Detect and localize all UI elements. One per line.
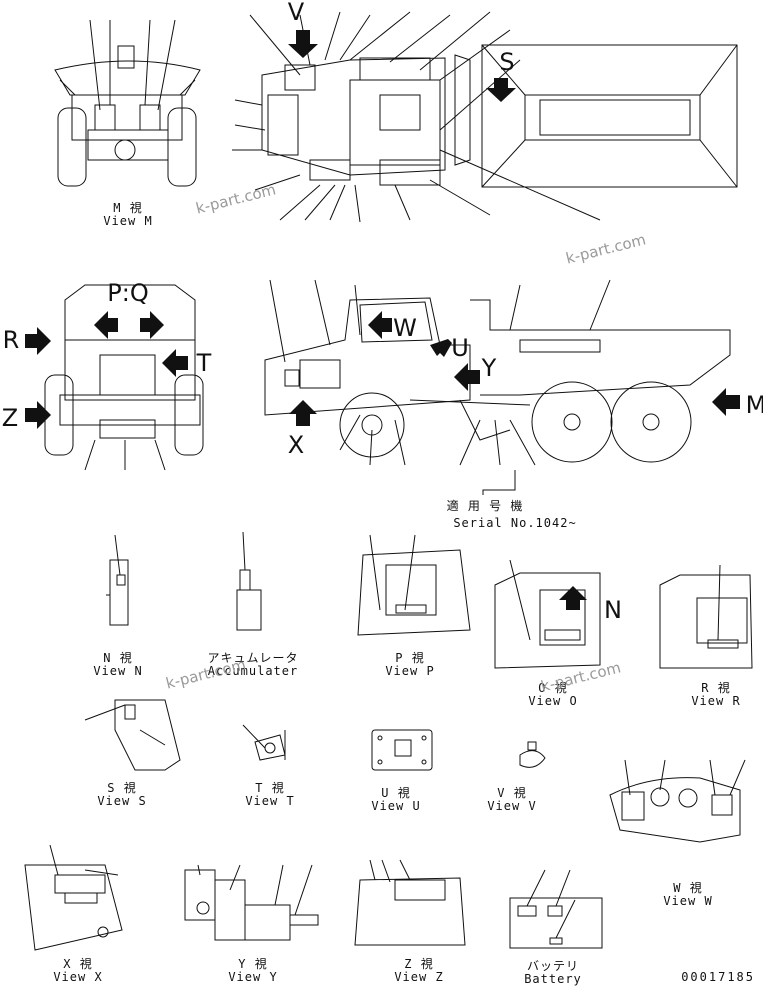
view-o-drawing xyxy=(494,559,601,669)
view-n-drawing xyxy=(106,534,129,626)
letter-r: R xyxy=(2,326,20,354)
arrow-v xyxy=(288,30,318,58)
serial-label-jp: 適 用 号 機 xyxy=(446,499,524,513)
side-view-drawing xyxy=(264,279,731,495)
view-x-drawing xyxy=(24,844,123,951)
arrow-n xyxy=(559,586,587,610)
view-v-drawing xyxy=(519,741,546,768)
front-view-m-drawing xyxy=(54,19,201,187)
letter-w: W xyxy=(393,314,417,342)
letter-pq: P:Q xyxy=(107,279,149,307)
letter-u: U xyxy=(451,334,469,362)
arrow-s xyxy=(486,78,516,102)
view-w-drawing xyxy=(609,759,746,843)
arrows-side xyxy=(289,311,740,426)
letter-n: N xyxy=(604,596,622,624)
view-s-drawing xyxy=(84,699,181,771)
view-z-drawing xyxy=(354,859,466,946)
letter-v: V xyxy=(287,0,305,26)
serial-label-en: Serial No.1042~ xyxy=(453,516,577,530)
view-y-drawing xyxy=(184,864,319,941)
letter-t: T xyxy=(196,349,212,377)
view-u-drawing xyxy=(371,729,433,771)
arrows-rear xyxy=(25,311,188,429)
letter-x: X xyxy=(287,431,305,459)
letter-m: M xyxy=(745,391,763,419)
part-number: 00017185 xyxy=(681,970,755,984)
letter-z: Z xyxy=(1,404,19,432)
view-r-drawing xyxy=(659,564,753,669)
rear-view-drawing xyxy=(44,284,204,471)
letter-y: Y xyxy=(481,354,497,382)
accumulator-drawing xyxy=(236,531,262,631)
letter-s: S xyxy=(499,48,515,76)
battery-drawing xyxy=(509,869,603,949)
view-p-drawing xyxy=(357,534,471,636)
top-view-drawing xyxy=(232,11,738,223)
view-t-drawing xyxy=(242,724,286,761)
